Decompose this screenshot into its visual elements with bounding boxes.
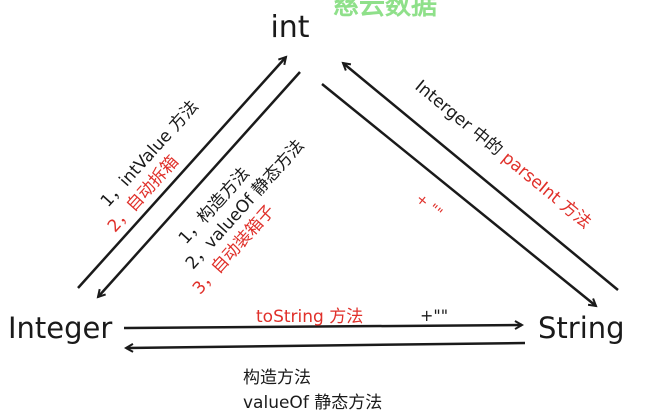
arrow-integer-to-int bbox=[77, 57, 286, 289]
label-string-constructor: 构造方法 bbox=[243, 368, 311, 388]
node-integer: Integer bbox=[8, 311, 112, 345]
node-string: String bbox=[538, 311, 625, 345]
arrow-string-to-integer bbox=[126, 341, 526, 348]
label-tostring-method: toString 方法 bbox=[256, 307, 363, 327]
arrow-int-to-integer bbox=[98, 71, 301, 297]
arrow-string-to-int bbox=[343, 63, 619, 291]
label-concat-empty-string: + "" bbox=[412, 191, 445, 222]
watermark: 慈云数据 bbox=[333, 0, 437, 21]
node-int: int bbox=[270, 10, 309, 45]
arrow-integer-to-string bbox=[123, 325, 522, 328]
label-concat-empty-string-2: +"" bbox=[420, 306, 448, 325]
label-parseint-suffix: 方法 bbox=[552, 193, 595, 233]
arrow-int-to-string bbox=[321, 83, 596, 306]
label-string-valueof: valueOf 静态方法 bbox=[243, 393, 382, 413]
label-parseint-prefix: Interger 中的 bbox=[411, 76, 511, 163]
